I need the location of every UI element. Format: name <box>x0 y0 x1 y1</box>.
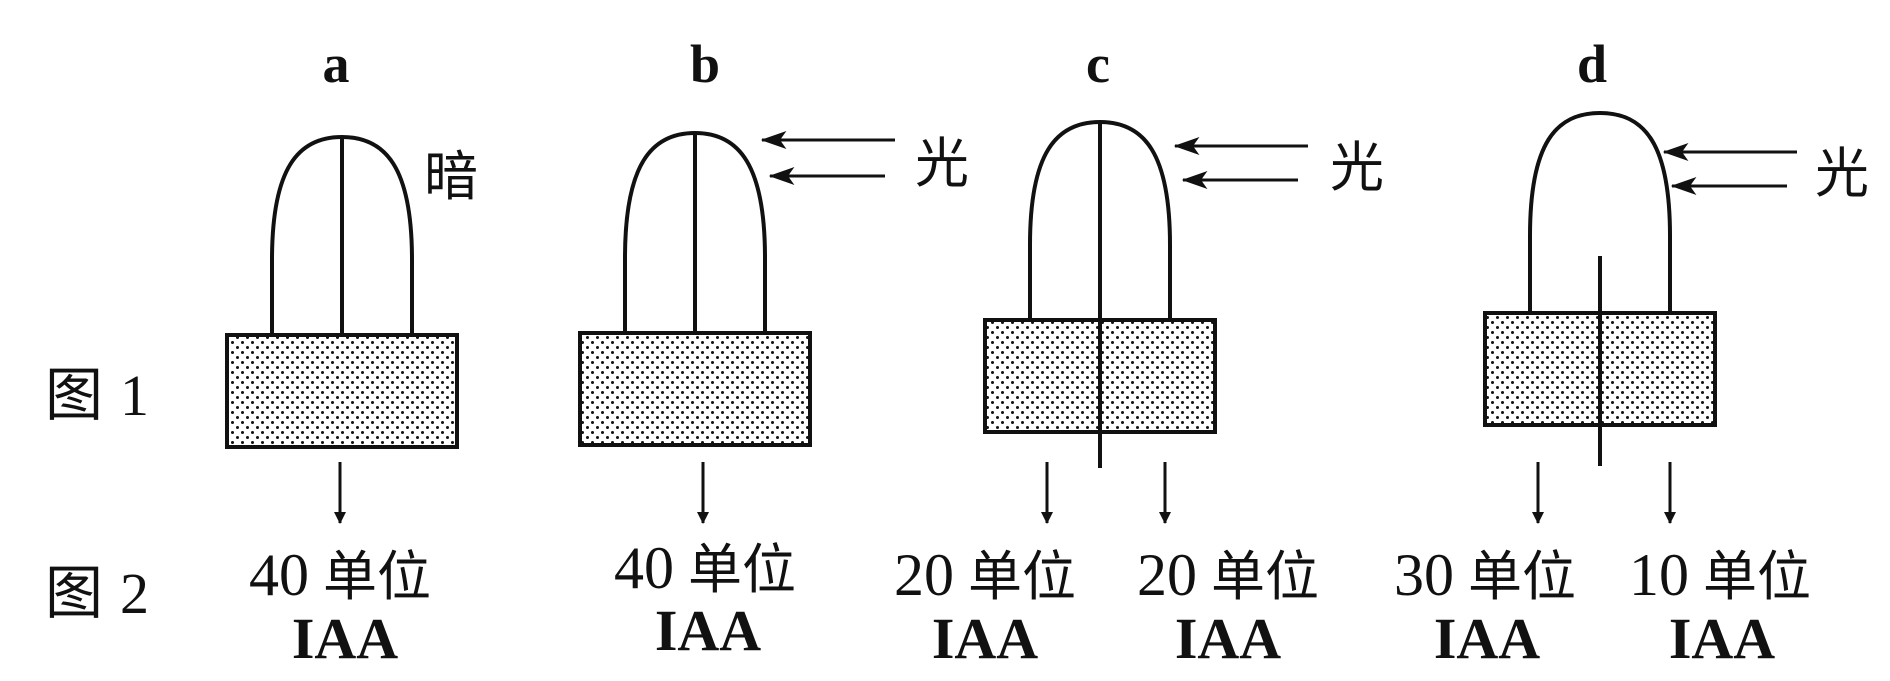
iaa-amount-output: 40 单位 <box>249 542 431 608</box>
panel-a: a 暗 40 单位 IAA <box>225 34 478 671</box>
row-label-fig1-number: 1 <box>120 363 149 428</box>
amount-value: 30 <box>1394 542 1454 608</box>
amount-unit: 单位 <box>1468 545 1576 608</box>
panel-label: d <box>1577 34 1607 94</box>
amount-unit: 单位 <box>688 538 796 601</box>
row-label-fig2: 图 2 <box>45 559 149 627</box>
agar-block <box>225 333 459 449</box>
iaa-amount-output-left: 30 单位 <box>1394 542 1576 608</box>
iaa-label-right: IAA <box>1175 606 1281 671</box>
iaa-label-left: IAA <box>932 606 1038 671</box>
amount-unit: 单位 <box>1211 545 1319 608</box>
iaa-label: IAA <box>292 606 398 671</box>
iaa-label-right: IAA <box>1669 606 1775 671</box>
dark-condition-label: 暗 <box>424 145 478 208</box>
row-label-fig1: 图 1 <box>45 361 149 429</box>
iaa-amount-output: 40 单位 <box>614 535 796 601</box>
amount-unit: 单位 <box>968 545 1076 608</box>
row-label-fig2-prefix: 图 <box>45 559 103 627</box>
panel-label: a <box>323 34 350 94</box>
iaa-label: IAA <box>655 598 761 663</box>
amount-value: 40 <box>249 542 309 608</box>
row-label-fig1-prefix: 图 <box>45 361 103 429</box>
amount-value: 10 <box>1629 542 1689 608</box>
row-label-fig2-number: 2 <box>120 561 149 626</box>
amount-unit: 单位 <box>1703 545 1811 608</box>
iaa-amount-output-right: 20 单位 <box>1137 542 1319 608</box>
agar-block <box>578 331 812 447</box>
light-condition-label: 光 <box>1815 142 1869 205</box>
panel-b: b 光 40 单位 IAA <box>578 34 969 663</box>
iaa-label-left: IAA <box>1434 606 1540 671</box>
panel-label: b <box>690 34 720 94</box>
light-condition-label: 光 <box>915 132 969 195</box>
amount-value: 20 <box>894 542 954 608</box>
iaa-amount-output-left: 20 单位 <box>894 542 1076 608</box>
panel-c: c 光 20 单位 IAA 20 单位 IAA <box>894 34 1384 671</box>
iaa-amount-output-right: 10 单位 <box>1629 542 1811 608</box>
amount-unit: 单位 <box>323 545 431 608</box>
amount-value: 40 <box>614 535 674 601</box>
amount-value: 20 <box>1137 542 1197 608</box>
light-condition-label: 光 <box>1330 136 1384 199</box>
panel-d: d 光 30 单位 IAA 10 单位 IAA <box>1394 34 1869 671</box>
coleoptile-tip <box>1528 110 1672 313</box>
panel-label: c <box>1086 34 1110 94</box>
